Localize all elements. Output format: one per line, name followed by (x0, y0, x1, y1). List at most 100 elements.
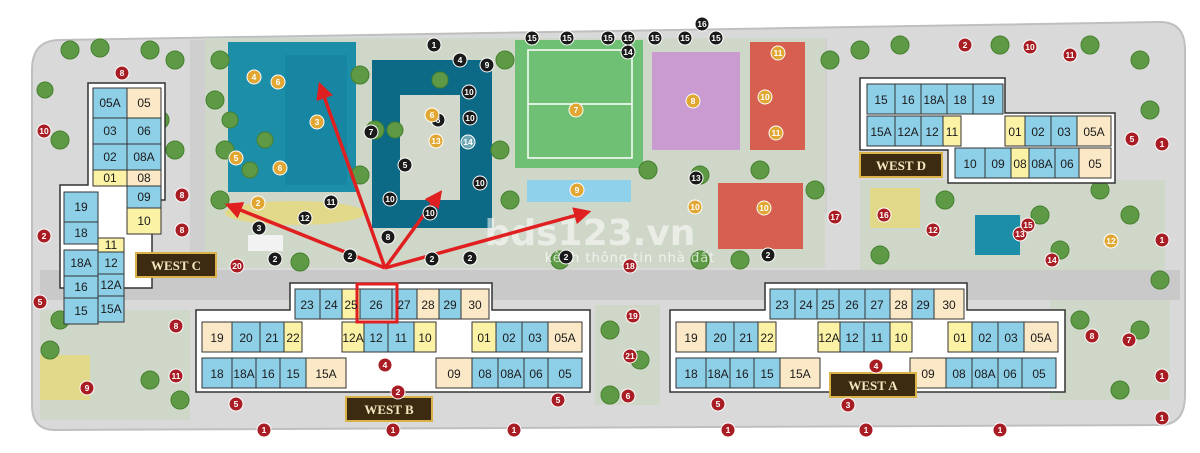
amenity-marker (685, 93, 701, 109)
unit-label: 15 (286, 367, 300, 381)
unit-label: 23 (300, 298, 314, 312)
amenity-marker (228, 396, 244, 412)
unit-label: 05A (1083, 125, 1104, 139)
amenity-marker-number: 11 (774, 48, 783, 58)
amenity-marker-number: 2 (396, 387, 401, 397)
amenity-marker (36, 123, 52, 139)
unit-label: 01 (953, 331, 967, 345)
amenity-marker (461, 84, 477, 100)
amenity-marker-number: 10 (1025, 42, 1035, 52)
amenity-marker (174, 222, 190, 238)
amenity-marker (250, 195, 266, 211)
amenity-marker-number: 4 (458, 55, 463, 65)
amenity-marker-number: 2 (256, 198, 261, 208)
unit-label: 05A (1030, 331, 1051, 345)
amenity-marker-number: 1 (512, 425, 517, 435)
amenity-marker-number: 1 (262, 425, 267, 435)
amenity-marker-number: 20 (232, 261, 242, 271)
amenity-marker (1103, 233, 1119, 249)
unit-label: 26 (845, 298, 859, 312)
amenity-marker (620, 30, 636, 46)
amenity-marker-number: 14 (1047, 255, 1057, 265)
unit-label: 15A (870, 125, 891, 139)
unit-label: 12A (897, 125, 918, 139)
view-arrows (224, 81, 592, 270)
amenity-marker (687, 199, 703, 215)
amenity-marker-number: 4 (874, 361, 879, 371)
amenity-marker (36, 228, 52, 244)
amenity-marker-number: 2 (430, 254, 435, 264)
unit-label: 09 (921, 367, 935, 381)
unit-label: 16 (735, 367, 749, 381)
amenity-marker-number: 17 (830, 212, 840, 222)
amenity-marker (323, 194, 339, 210)
amenity-marker (1062, 47, 1078, 63)
amenity-marker (380, 229, 396, 245)
amenity-marker (479, 57, 495, 73)
unit-label: 05 (1088, 157, 1102, 171)
amenity-marker-number: 8 (120, 68, 125, 78)
amenity-marker-number: 14 (623, 47, 633, 57)
amenity-marker-number: 21 (625, 351, 635, 361)
amenity-marker (992, 422, 1008, 438)
amenity-marker-number: 15 (562, 33, 572, 43)
unit-label: 12 (845, 331, 859, 345)
amenity-marker-number: 10 (759, 203, 769, 213)
amenity-marker (622, 348, 638, 364)
amenity-marker-number: 13 (1015, 229, 1025, 239)
amenity-marker (174, 187, 190, 203)
unit-label: 12 (104, 256, 118, 270)
amenity-marker-number: 13 (431, 136, 441, 146)
amenity-marker-number: 6 (436, 115, 441, 125)
unit-label: 12A (818, 331, 839, 345)
amenity-marker (460, 134, 476, 150)
amenity-marker (568, 102, 584, 118)
amenity-marker-number: 2 (348, 251, 353, 261)
amenity-marker (270, 74, 286, 90)
unit-label: 03 (528, 331, 542, 345)
amenity-marker-number: 6 (278, 163, 283, 173)
unit-label: 18 (953, 93, 967, 107)
amenity-marker (229, 258, 245, 274)
unit-label: 16 (261, 367, 275, 381)
unit-label: 08A (133, 150, 154, 164)
unit-label: 19 (210, 331, 224, 345)
unit-label: 20 (713, 331, 727, 345)
amenity-marker-number: 9 (485, 60, 490, 70)
amenity-marker (868, 358, 884, 374)
unit-label: 15 (74, 304, 88, 318)
amenity-marker (550, 392, 566, 408)
amenity-marker-number: 5 (556, 395, 561, 405)
unit-labels-west-c: 05A 05 03 06 02 08A 01 08 09 19 10 18 11… (70, 96, 154, 318)
amenity-marker-number: 11 (327, 197, 336, 207)
amenity-marker (251, 220, 267, 236)
unit-label: 05A (99, 96, 120, 110)
unit-label: 06 (137, 124, 151, 138)
amenity-marker (620, 388, 636, 404)
amenity-marker (426, 37, 442, 53)
amenity-marker (710, 396, 726, 412)
amenity-marker-number: 16 (697, 19, 707, 29)
amenity-marker-number: 3 (846, 400, 851, 410)
amenity-marker-number: 2 (468, 253, 473, 263)
unit-label: 15 (760, 367, 774, 381)
amenity-marker-number: 5 (1130, 134, 1135, 144)
amenity-marker-number: 6 (430, 110, 435, 120)
amenity-marker (1124, 131, 1140, 147)
amenity-marker-number: 2 (42, 231, 47, 241)
unit-label: 02 (502, 331, 516, 345)
highlighted-unit-label: 26 (369, 298, 383, 312)
amenity-marker (827, 209, 843, 225)
unit-label: 09 (447, 367, 461, 381)
watermark-subtitle: kênh thông tin nhà đất (545, 251, 716, 266)
unit-label: 27 (870, 298, 884, 312)
amenity-marker-number: 12 (300, 213, 310, 223)
amenity-marker-number: 10 (39, 126, 49, 136)
amenity-marker-number: 15 (650, 33, 660, 43)
unit-label: 05 (558, 367, 572, 381)
amenity-marker-number: 6 (276, 77, 281, 87)
unit-label: 08A (974, 367, 995, 381)
